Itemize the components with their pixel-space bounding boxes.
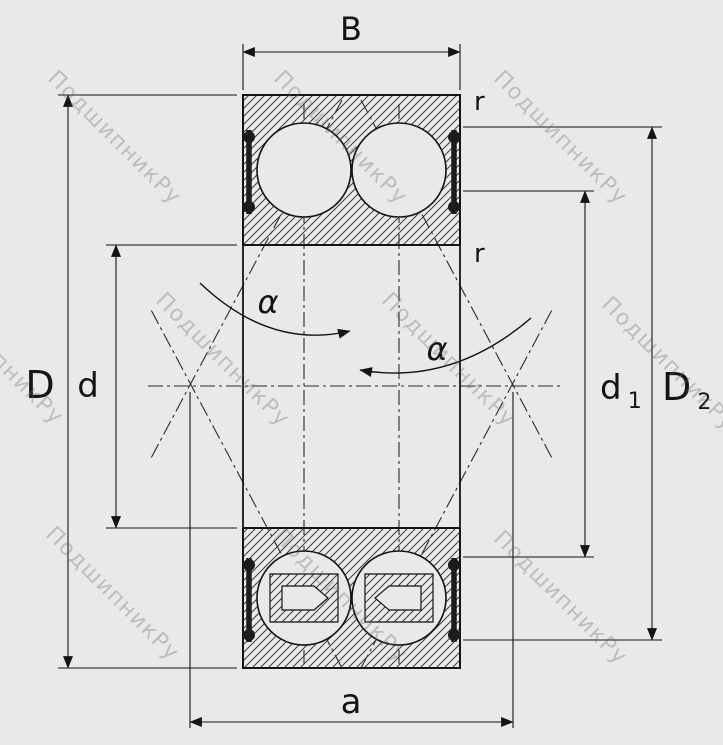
label-B: B xyxy=(340,10,362,48)
label-r-inner: r xyxy=(474,239,485,269)
seals xyxy=(243,130,460,642)
alpha-arc-left xyxy=(199,282,351,339)
contact-line-bottom-left xyxy=(149,307,343,669)
label-D2: D 2 xyxy=(662,365,711,415)
dimension-d xyxy=(106,244,237,529)
dimension-B xyxy=(242,44,461,90)
label-D: D xyxy=(25,363,54,407)
seal-bead-top-right-outer xyxy=(448,131,460,143)
label-d: d xyxy=(77,366,99,406)
contact-line-top-right xyxy=(360,99,554,461)
ball-top-left xyxy=(256,122,352,218)
dimension-D xyxy=(58,94,237,669)
seal-bead-bottom-left-inner xyxy=(243,629,255,641)
ball-top-right xyxy=(351,122,447,218)
cage-clip-bottom-right xyxy=(364,573,434,623)
alpha-arc-right xyxy=(359,317,532,377)
label-r-top: r xyxy=(474,87,485,117)
centerlines xyxy=(148,99,562,669)
label-d1-base: d xyxy=(600,368,622,408)
label-alpha-right: α xyxy=(426,330,447,368)
seal-bead-top-left-outer xyxy=(243,131,255,143)
contact-line-top-left xyxy=(149,99,343,461)
label-D2-sub: 2 xyxy=(697,390,711,415)
label-d1-sub: 1 xyxy=(628,389,642,414)
dimension-D2 xyxy=(463,126,662,641)
label-alpha-left: α xyxy=(257,283,278,321)
seal-bead-bottom-right-outer xyxy=(448,559,460,571)
seal-bead-top-left-inner xyxy=(243,201,255,213)
contact-angle-arcs xyxy=(199,282,532,377)
seal-bead-top-right-inner xyxy=(448,201,460,213)
label-D2-base: D xyxy=(662,365,691,409)
label-a: a xyxy=(341,682,362,722)
seal-bead-bottom-right-inner xyxy=(448,629,460,641)
dimension-d1 xyxy=(463,190,594,558)
dimension-a xyxy=(189,392,514,728)
balls-bottom-row xyxy=(256,550,447,646)
balls-top-row xyxy=(256,122,447,218)
cage-clip-bottom-left xyxy=(269,573,339,623)
seal-bead-bottom-left-outer xyxy=(243,559,255,571)
label-d1: d 1 xyxy=(600,368,642,414)
contact-line-bottom-right xyxy=(360,307,554,669)
